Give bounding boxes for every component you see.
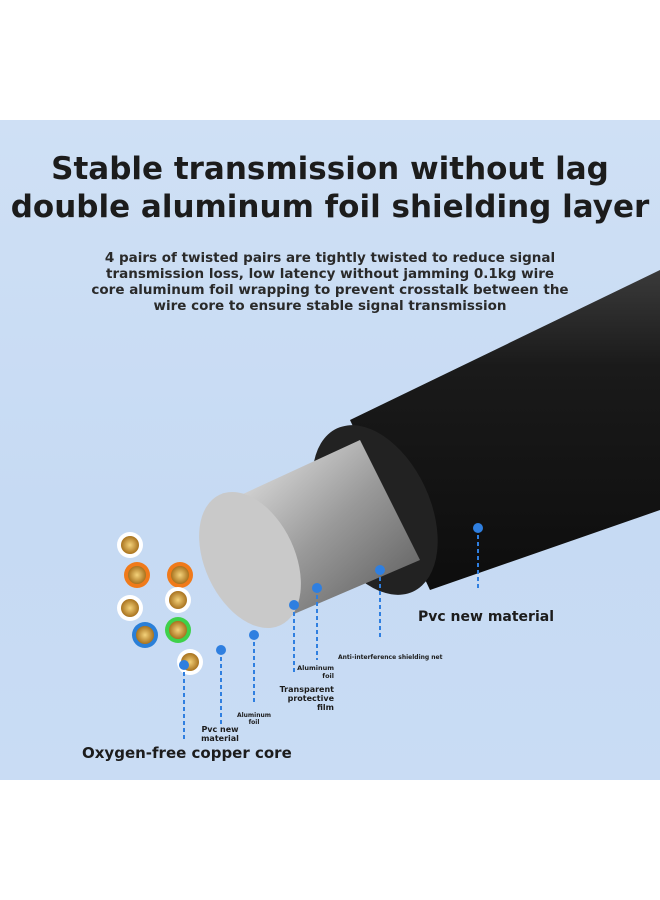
headline-line2: double aluminum foil shielding layer: [10, 189, 650, 225]
label-copper-core: Oxygen-free copper core: [82, 744, 292, 762]
callout-lines: [179, 523, 483, 740]
cable-illustration: [117, 270, 660, 740]
shielding-braid: [199, 440, 420, 628]
label-transparent-film: Transparent protective film: [279, 685, 334, 712]
product-panel: Stable transmission without lag double a…: [0, 120, 660, 780]
description: 4 pairs of twisted pairs are tightly twi…: [91, 250, 569, 314]
wire-cores: [117, 532, 203, 675]
label-pvc-outer: Pvc new material: [418, 609, 555, 625]
label-aluminum-foil-inner: Aluminum foil: [236, 712, 272, 726]
headline-line1: Stable transmission without lag: [51, 151, 609, 187]
label-shielding-net: Anti-interference shielding net: [338, 654, 443, 661]
label-pvc-inner: Pvc new material: [201, 725, 239, 743]
label-aluminum-foil-outer: Aluminum foil: [297, 664, 334, 680]
